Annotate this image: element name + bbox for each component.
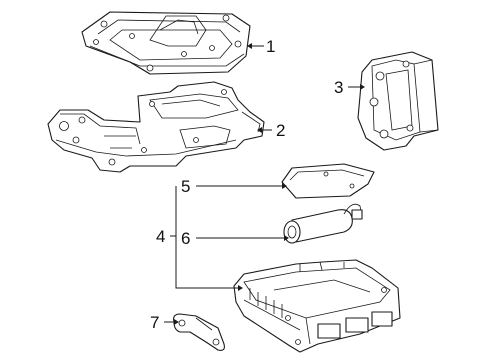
leader-arrowheads [174, 43, 365, 325]
callout-3: 3 [334, 78, 343, 97]
control-module-cover-icon [81, 11, 251, 75]
callout-4: 4 [156, 227, 165, 246]
callout-7: 7 [150, 313, 159, 332]
callout-1: 1 [266, 37, 275, 56]
mounting-bracket-tray-icon [47, 81, 265, 173]
cylinder-component-icon [283, 203, 363, 244]
control-module-assembly-icon [233, 259, 401, 353]
callout-6: 6 [181, 229, 190, 248]
callout-leaders [164, 45, 360, 323]
cover-plate-icon [281, 163, 375, 199]
side-bracket-icon [357, 51, 439, 151]
callout-2: 2 [276, 121, 285, 140]
small-bracket-icon [173, 313, 225, 351]
callout-5: 5 [181, 177, 190, 196]
